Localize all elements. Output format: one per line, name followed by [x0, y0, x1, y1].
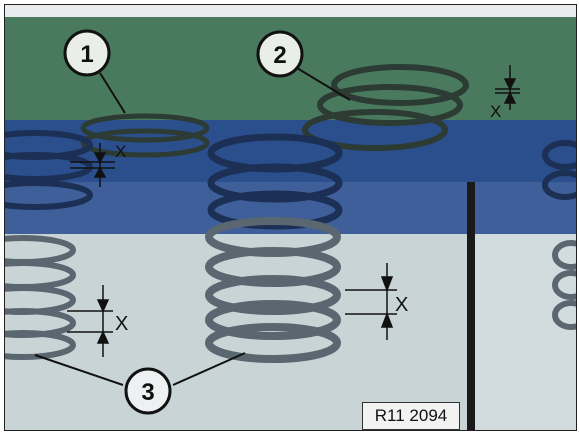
spring-top-left [80, 113, 210, 158]
callout-leaders [34, 67, 351, 386]
panel-divider [467, 182, 475, 430]
dimension-top-right [495, 65, 520, 110]
dimension-middle-left [70, 143, 115, 187]
callout-1: 1 [63, 29, 111, 77]
dimension-bottom-left [67, 285, 113, 357]
spring-bottom-left [5, 235, 76, 360]
top-light-strip [5, 5, 576, 17]
spring-bottom-right [552, 240, 576, 330]
callout-2-number: 2 [273, 42, 286, 69]
callout-1-number: 1 [80, 41, 93, 68]
dimension-label-bottom-center: X [395, 294, 408, 316]
dimension-label-middle: X [115, 142, 126, 161]
spring-middle-right [542, 140, 576, 200]
callout-3-number: 3 [141, 379, 154, 406]
reference-code: R11 2094 [362, 402, 460, 430]
spring-diagram: X X X X [5, 5, 576, 430]
spring-top-right [302, 64, 469, 151]
dimension-bottom-center [345, 263, 397, 340]
spring-middle-center [207, 133, 343, 230]
dimension-label-bottom-left: X [115, 313, 128, 335]
callout-2: 2 [256, 30, 304, 78]
diagram-frame: X X X X [4, 4, 577, 431]
callout-3: 3 [124, 367, 172, 415]
spring-middle-left [5, 130, 93, 210]
spring-bottom-center [205, 217, 341, 363]
dimension-label-top: X [490, 102, 501, 121]
